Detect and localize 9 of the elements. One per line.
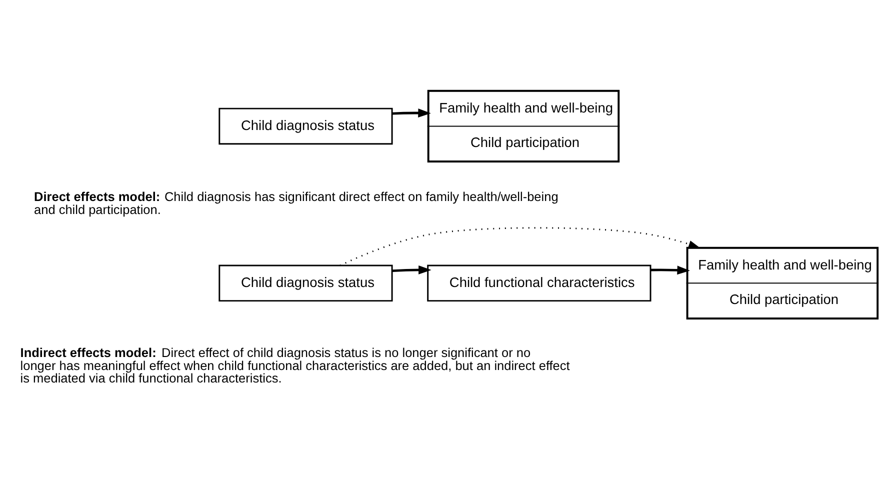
- arrow: [650, 266, 690, 275]
- label: Direct effects model: Child diagnosis has significant direct effect on family health/well-being and child participation.: [34, 189, 558, 217]
- arrow: [392, 108, 431, 118]
- node-box: Child diagnosis status: [218, 108, 393, 145]
- label: Indirect effects model: Direct effect of child diagnosis status is no longer significant or no longer has meaningful effect when child functional characteristics are added, but an indirect effect is mediated via child functional characteristics.: [20, 345, 570, 386]
- node-box: Child functional characteristics: [427, 264, 652, 302]
- arrow: [392, 265, 432, 274]
- node-box: Child diagnosis status: [218, 264, 393, 302]
- arrow: [340, 227, 700, 266]
